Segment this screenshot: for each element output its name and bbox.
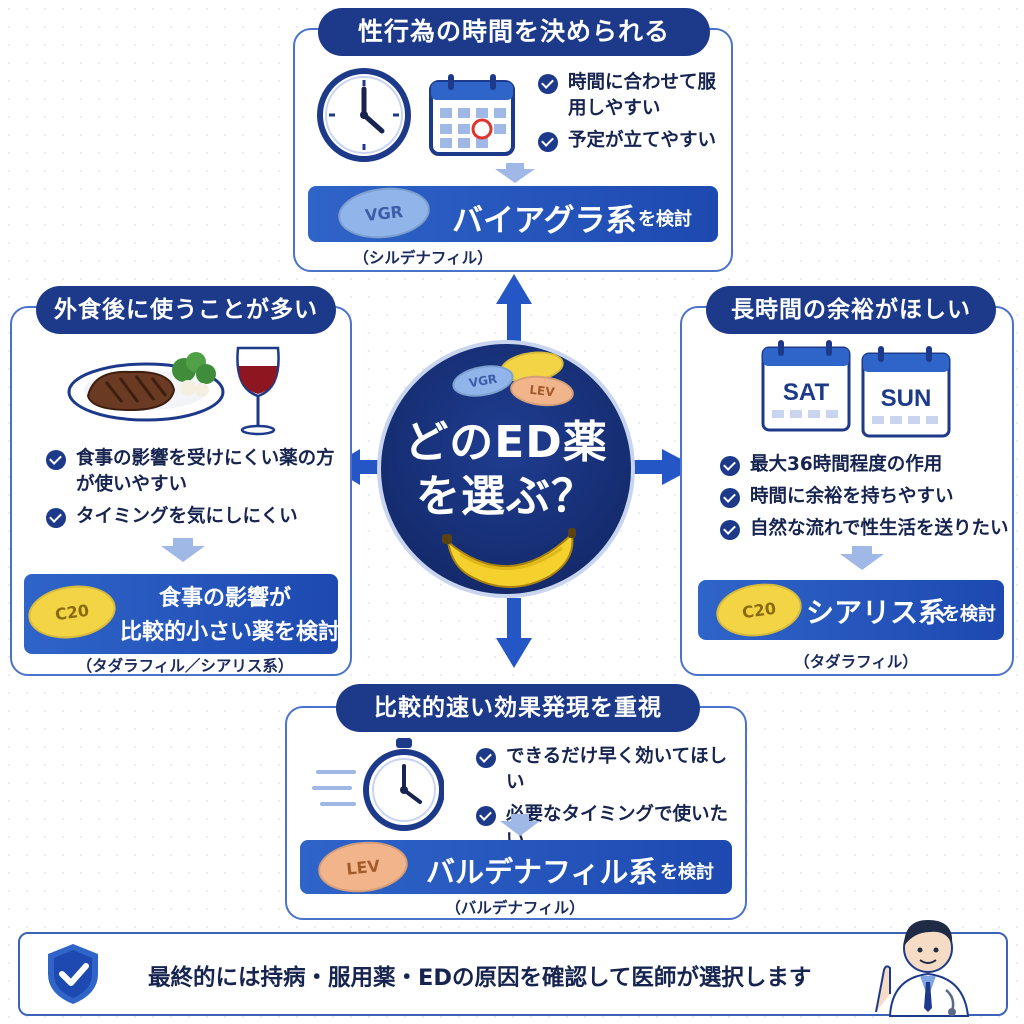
footer-text: 最終的には持病・服用薬・EDの原因を確認して医師が選択します	[148, 965, 812, 991]
panel-left-title: 外食後に使うことが多い	[36, 286, 336, 334]
stopwatch-icon	[312, 738, 444, 831]
check-item: 時間に合わせて服用しやすい	[538, 70, 718, 122]
check-icon	[720, 456, 740, 476]
arrow-left-shaft	[355, 460, 379, 474]
top-note: （シルデナフィル）	[353, 249, 493, 267]
arrow-up-head	[496, 274, 532, 304]
doctor-icon	[875, 920, 970, 1017]
arrow-down-shaft	[507, 598, 521, 640]
calendar-sun-icon: SUN	[861, 346, 951, 438]
down-arrow-icon	[161, 538, 205, 562]
left-note: （タダラフィル／シアリス系）	[76, 657, 294, 675]
check-icon	[476, 748, 496, 768]
bottom-check-list: できるだけ早く効いてほしい 必要なタイミングで使いたい	[476, 744, 738, 860]
check-icon	[720, 520, 740, 540]
check-item: 時間に余裕を持ちやすい	[720, 484, 1012, 510]
check-item: 食事の影響を受けにくい薬の方が使いやすい	[46, 446, 338, 498]
check-item: タイミングを気にしにくい	[46, 504, 338, 530]
check-item: 最大36時間程度の作用	[720, 452, 1012, 478]
calendar-sat-label: SAT	[783, 379, 830, 406]
steak-plate-icon	[67, 352, 225, 422]
wine-glass-icon	[236, 346, 280, 436]
panel-bottom-title: 比較的速い効果発現を重視	[336, 684, 700, 732]
footer-banner	[18, 932, 1008, 1016]
check-icon	[46, 508, 66, 528]
down-arrow-icon	[495, 163, 535, 183]
banana-icon	[442, 528, 576, 588]
center-title: どのED薬 を選ぶ？	[404, 417, 608, 522]
bottom-note: （バルデナフィル）	[445, 899, 585, 917]
arrow-down-head	[496, 638, 532, 668]
calendar-sun-label: SUN	[881, 385, 932, 412]
check-icon	[476, 806, 496, 826]
clock-icon	[317, 68, 411, 162]
arrow-right-shaft	[634, 460, 664, 474]
check-item: 自然な流れで性生活を送りたい	[720, 516, 1012, 542]
calendar-icon	[429, 74, 515, 156]
check-item: できるだけ早く効いてほしい	[476, 744, 738, 796]
check-icon	[538, 74, 558, 94]
right-note: （タダラフィル）	[794, 653, 918, 671]
check-icon	[720, 488, 740, 508]
check-item: 予定が立てやすい	[538, 128, 718, 154]
shield-check-icon	[48, 944, 98, 1004]
left-check-list: 食事の影響を受けにくい薬の方が使いやすい タイミングを気にしにくい	[46, 446, 338, 536]
arrow-up-shaft	[507, 300, 521, 342]
check-icon	[538, 132, 558, 152]
right-check-list: 最大36時間程度の作用 時間に余裕を持ちやすい 自然な流れで性生活を送りたい	[720, 452, 1012, 548]
panel-top-title: 性行為の時間を決められる	[318, 8, 710, 56]
top-check-list: 時間に合わせて服用しやすい 予定が立てやすい	[538, 70, 718, 160]
calendar-sat-icon: SAT	[761, 340, 851, 432]
check-icon	[46, 450, 66, 470]
down-arrow-icon	[500, 814, 540, 836]
down-arrow-icon	[840, 546, 884, 570]
panel-right-title: 長時間の余裕がほしい	[706, 286, 996, 334]
arrow-right-head	[662, 449, 696, 485]
